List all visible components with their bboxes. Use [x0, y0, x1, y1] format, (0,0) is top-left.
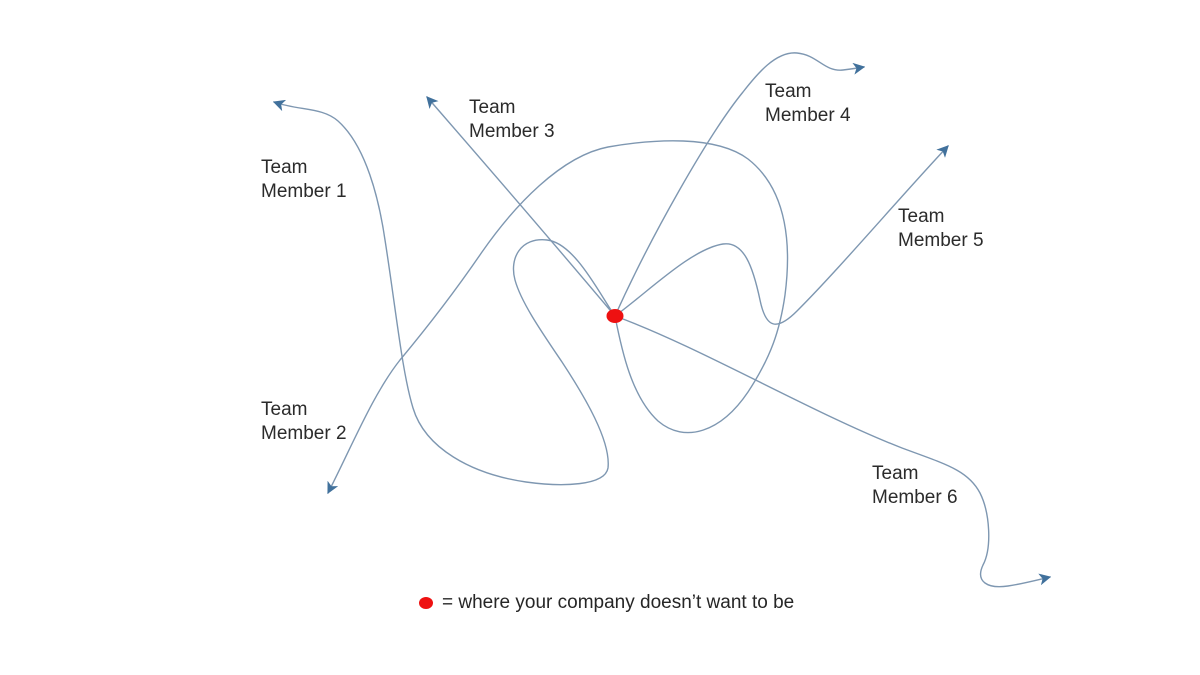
team-member-2-arrow — [327, 140, 789, 495]
label-team-member-4: Team Member 4 — [765, 80, 851, 128]
label-line: Member 1 — [261, 181, 347, 202]
label-line: Team — [261, 157, 308, 178]
label-team-member-3: Team Member 3 — [469, 96, 555, 144]
label-line: Member 6 — [872, 487, 958, 508]
team-member-1-arrow — [272, 99, 616, 486]
label-line: Team — [261, 399, 308, 420]
label-line: Member 5 — [898, 230, 984, 251]
legend: = where your company doesn’t want to be — [419, 592, 794, 614]
label-team-member-1: Team Member 1 — [261, 156, 347, 204]
label-line: Member 2 — [261, 423, 347, 444]
label-line: Team — [765, 81, 812, 102]
legend-text: = where your company doesn’t want to be — [442, 592, 795, 613]
label-line: Member 3 — [469, 121, 555, 142]
legend-red-dot-icon — [419, 597, 433, 609]
label-team-member-5: Team Member 5 — [898, 205, 984, 253]
center-red-dot — [606, 309, 624, 323]
team-member-3-arrow — [426, 96, 616, 317]
team-member-6-arrow — [614, 315, 1052, 588]
label-team-member-6: Team Member 6 — [872, 462, 958, 510]
label-line: Team — [872, 463, 919, 484]
label-line: Member 4 — [765, 105, 851, 126]
team-member-5-arrow — [614, 145, 949, 325]
label-line: Team — [469, 97, 516, 118]
team-member-4-arrow — [614, 52, 866, 317]
label-line: Team — [898, 206, 945, 227]
label-team-member-2: Team Member 2 — [261, 398, 347, 446]
